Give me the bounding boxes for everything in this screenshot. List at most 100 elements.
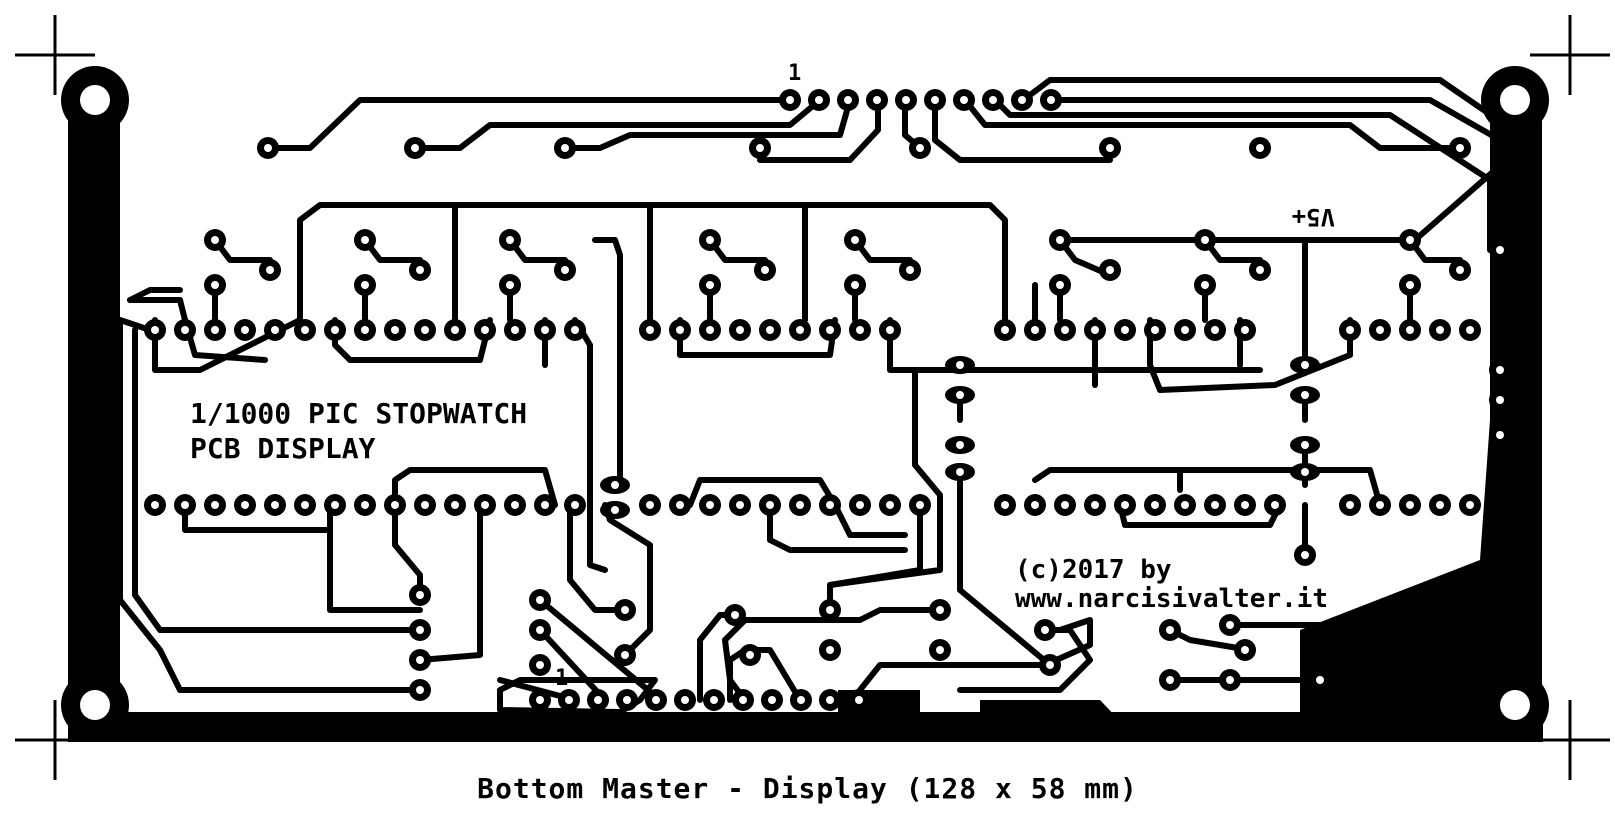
- pad-drill: [1301, 361, 1309, 369]
- pad-drill: [211, 236, 219, 244]
- pad-drill: [1241, 326, 1249, 334]
- pad-drill: [1151, 326, 1159, 334]
- pad-drill: [1121, 326, 1129, 334]
- pad-drill: [646, 501, 654, 509]
- pad-drill: [1406, 281, 1414, 289]
- pad-drill: [736, 501, 744, 509]
- pad-drill: [706, 281, 714, 289]
- pad-drill: [797, 696, 805, 704]
- pad-drill: [1241, 646, 1249, 654]
- pad-drill: [736, 326, 744, 334]
- pad-drill: [301, 326, 309, 334]
- pad-drill: [1256, 144, 1264, 152]
- pad-drill: [1456, 266, 1464, 274]
- pads: [144, 89, 1511, 711]
- pad-drill: [1436, 326, 1444, 334]
- pad-drill: [621, 606, 629, 614]
- pad-drill: [681, 696, 689, 704]
- pad-drill: [241, 501, 249, 509]
- power-label: V5+: [1292, 203, 1335, 231]
- pad-drill: [989, 96, 997, 104]
- pad-drill: [623, 696, 631, 704]
- pad-drill: [271, 501, 279, 509]
- pad-drill: [1226, 676, 1234, 684]
- pad-drill: [511, 501, 519, 509]
- pad-drill: [421, 501, 429, 509]
- pad-drill: [1496, 246, 1504, 254]
- pad-drill: [1031, 501, 1039, 509]
- pad-drill: [481, 326, 489, 334]
- pad-drill: [786, 96, 794, 104]
- pad-drill: [886, 501, 894, 509]
- pad-drill: [511, 326, 519, 334]
- pad-drill: [1201, 281, 1209, 289]
- pad-drill: [391, 501, 399, 509]
- pad-drill: [936, 646, 944, 654]
- pad-drill: [211, 281, 219, 289]
- pad-drill: [766, 501, 774, 509]
- pad-drill: [1061, 326, 1069, 334]
- pad-drill: [796, 326, 804, 334]
- pad-drill: [815, 96, 823, 104]
- pad-drill: [264, 144, 272, 152]
- pad-drill: [676, 501, 684, 509]
- pad-drill: [1151, 501, 1159, 509]
- mounting-holes: [61, 66, 1549, 739]
- pad-drill: [1166, 626, 1174, 634]
- pad-drill: [652, 696, 660, 704]
- pad-drill: [451, 326, 459, 334]
- pad-drill: [1456, 144, 1464, 152]
- pad-drill: [1466, 326, 1474, 334]
- pad-drill: [1406, 326, 1414, 334]
- pad-drill: [1301, 391, 1309, 399]
- pad-drill: [1061, 501, 1069, 509]
- pad-drill: [826, 326, 834, 334]
- pad-drill: [391, 326, 399, 334]
- pad-drill: [1316, 676, 1324, 684]
- board-caption: Bottom Master - Display (128 x 58 mm): [477, 772, 1138, 805]
- copyright-line1: (c)2017 by: [1015, 555, 1172, 585]
- pad-drill: [826, 696, 834, 704]
- board-title-line1: 1/1000 PIC STOPWATCH: [190, 397, 527, 430]
- pad-drill: [181, 326, 189, 334]
- pad-drill: [416, 656, 424, 664]
- pad-drill: [1346, 501, 1354, 509]
- pad-drill: [1121, 501, 1129, 509]
- pad-drill: [739, 696, 747, 704]
- pad-drill: [361, 236, 369, 244]
- pad-drill: [481, 501, 489, 509]
- pad-drill: [241, 326, 249, 334]
- pad-drill: [956, 441, 964, 449]
- pad-drill: [706, 326, 714, 334]
- pad-drill: [956, 361, 964, 369]
- pad-drill: [1031, 326, 1039, 334]
- registration-marks: [15, 15, 1610, 780]
- pad-drill: [1376, 326, 1384, 334]
- pad-drill: [1211, 326, 1219, 334]
- pad-drill: [1346, 326, 1354, 334]
- pad-drill: [1301, 551, 1309, 559]
- pad-drill: [621, 651, 629, 659]
- pad-drill: [536, 661, 544, 669]
- pad-drill: [916, 501, 924, 509]
- pad-drill: [181, 501, 189, 509]
- pad-drill: [536, 626, 544, 634]
- pad-drill: [1496, 366, 1504, 374]
- pad-drill: [1256, 266, 1264, 274]
- pad-drill: [1001, 501, 1009, 509]
- pad-drill: [1241, 501, 1249, 509]
- pad-drill: [1406, 501, 1414, 509]
- pad-drill: [451, 501, 459, 509]
- pad-drill: [906, 266, 914, 274]
- pad-drill: [506, 281, 514, 289]
- pad-drill: [710, 696, 718, 704]
- pad-drill: [761, 266, 769, 274]
- pad-drill: [1106, 266, 1114, 274]
- pad-drill: [361, 281, 369, 289]
- pad-drill: [1376, 501, 1384, 509]
- pad-drill: [706, 501, 714, 509]
- pad-drill: [1056, 236, 1064, 244]
- pad-drill: [594, 696, 602, 704]
- pad-drill: [1046, 661, 1054, 669]
